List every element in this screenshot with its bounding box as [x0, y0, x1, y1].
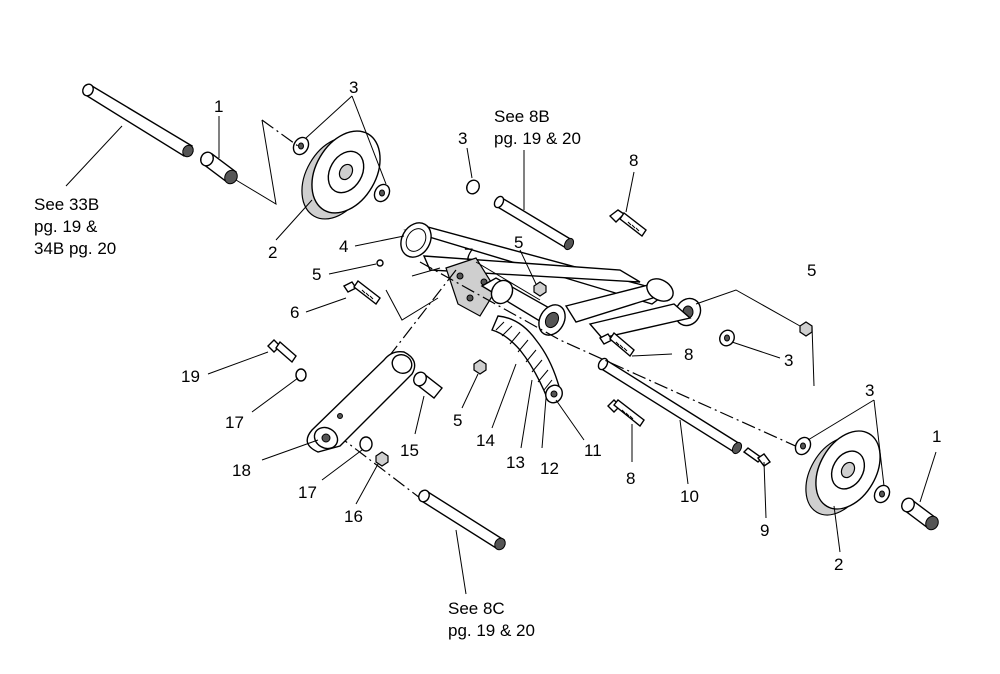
bolt-19 [267, 339, 297, 364]
centerline-shaft [335, 433, 421, 499]
callout-3: 3 [865, 381, 874, 400]
nut-16 [375, 451, 389, 467]
centerline-lower [419, 261, 801, 449]
callout-4: 4 [339, 237, 348, 256]
washer-hole [298, 142, 304, 150]
callout-15: 15 [400, 441, 419, 460]
washer-hole [800, 442, 806, 450]
callout-16: 16 [344, 507, 363, 526]
nut-5-right [799, 321, 813, 337]
svg-text:pg. 19 &: pg. 19 & [34, 217, 98, 236]
callout-10: 10 [680, 487, 699, 506]
callout-8: 8 [626, 469, 635, 488]
washer-hole [724, 334, 730, 342]
callout-5: 5 [514, 233, 523, 252]
callout-8: 8 [629, 151, 638, 170]
nut-5-left [376, 259, 384, 267]
spacer-1-lower [901, 497, 939, 531]
callout-7: 7 [464, 245, 473, 264]
spacer-15 [413, 371, 443, 399]
callout-13: 13 [506, 453, 525, 472]
svg-text:See 8C: See 8C [448, 599, 505, 618]
callout-19: 19 [181, 367, 200, 386]
nut-5-lower [473, 359, 487, 375]
callout-1: 1 [932, 427, 941, 446]
callout-2: 2 [834, 555, 843, 574]
callout-12: 12 [540, 459, 559, 478]
note-see-8b: See 8B pg. 19 & 20 [494, 107, 581, 148]
note-see-8c: See 8C pg. 19 & 20 [448, 599, 535, 640]
callout-14: 14 [476, 431, 495, 450]
washer-17-upper [295, 368, 307, 382]
spacer-1-upper [200, 151, 238, 185]
callout-5: 5 [453, 411, 462, 430]
callout-9: 9 [760, 521, 769, 540]
callout-5: 5 [312, 265, 321, 284]
callout-3: 3 [784, 351, 793, 370]
idler-wheel-upper [301, 130, 381, 220]
lower-link-arm-18 [306, 350, 416, 453]
washer-17-lower [359, 436, 373, 452]
svg-text:pg. 19 & 20: pg. 19 & 20 [448, 621, 535, 640]
svg-text:See 33B: See 33B [34, 195, 99, 214]
washer-3-top [466, 179, 480, 195]
washer-hole [379, 189, 385, 197]
callout-3: 3 [349, 78, 358, 97]
rod-see-8b [493, 195, 575, 251]
callout-labels: 1 3 2 3 8 4 7 5 5 6 5 8 3 19 17 5 15 14 … [181, 78, 941, 574]
bolt-6 [342, 279, 381, 306]
bolt-8-mid [598, 331, 635, 358]
leader-bracket [235, 119, 277, 205]
idler-wheel-lower [805, 430, 881, 516]
note-see-33b: See 33B pg. 19 & 34B pg. 20 [34, 195, 116, 258]
callout-1: 1 [214, 97, 223, 116]
bolt-8-low [607, 399, 645, 428]
rod-see-8c [418, 489, 506, 551]
leader-bolt-6 [385, 289, 439, 321]
callout-11: 11 [584, 441, 602, 460]
callout-8: 8 [684, 345, 693, 364]
callout-17: 17 [298, 483, 317, 502]
leader-lines [65, 95, 937, 595]
lower-cross-tube [480, 277, 566, 336]
svg-text:34B pg. 20: 34B pg. 20 [34, 239, 116, 258]
callout-2: 2 [268, 243, 277, 262]
washer-hole [879, 490, 885, 498]
svg-text:See 8B: See 8B [494, 107, 550, 126]
center-pivot-bracket [445, 257, 497, 317]
svg-text:pg. 19 & 20: pg. 19 & 20 [494, 129, 581, 148]
nut-5-mid [533, 281, 547, 297]
callout-3: 3 [458, 129, 467, 148]
leader-nut-5 [411, 267, 441, 277]
callout-5: 5 [807, 261, 816, 280]
callout-6: 6 [290, 303, 299, 322]
bolt-9 [742, 447, 772, 467]
leader-nut-right [695, 289, 801, 327]
alignment-line [261, 119, 299, 147]
callout-17: 17 [225, 413, 244, 432]
callout-18: 18 [232, 461, 251, 480]
rod-10 [597, 357, 743, 455]
bolt-8-top [608, 209, 647, 238]
shock-spring [491, 315, 563, 404]
shaft-upper-left [82, 83, 194, 158]
